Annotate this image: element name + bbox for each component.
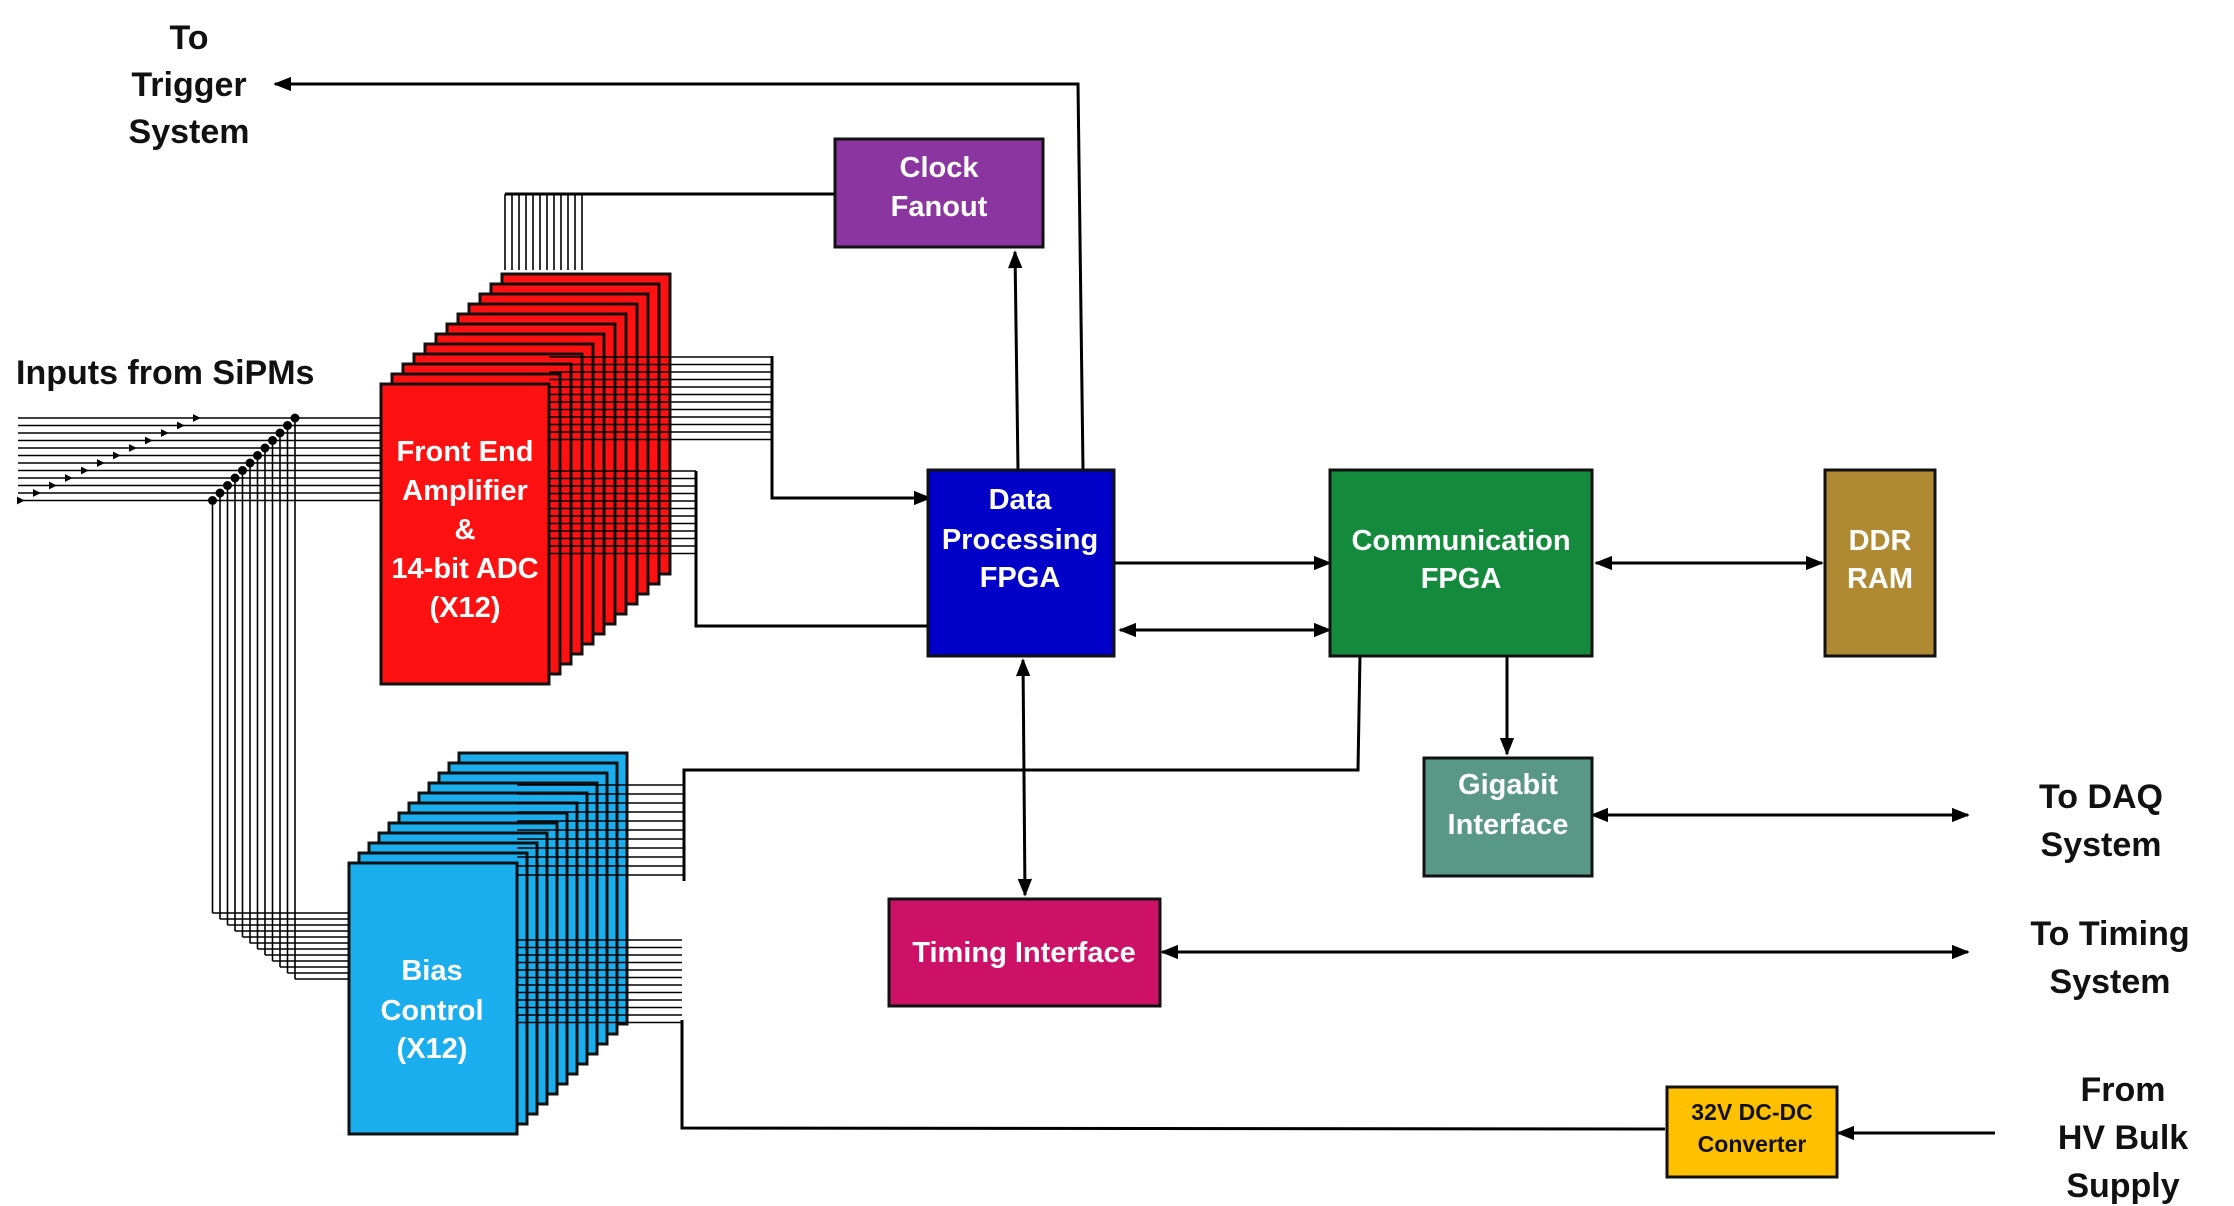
junction-dot	[208, 496, 217, 505]
adc-control-to-fpga-line	[694, 471, 928, 628]
junction-dot	[268, 436, 277, 445]
bias-board-layer	[347, 861, 519, 1136]
adc-data-to-fpga-line	[770, 356, 932, 506]
junction-dot	[245, 458, 255, 468]
inputs-from-sipms-label: Inputs from SiPMs	[16, 354, 314, 392]
junction-dot	[230, 473, 240, 483]
dpfpga-timing-link	[1015, 658, 1033, 897]
timing-interface-block: Timing Interface	[887, 897, 1162, 1008]
adc-board-layer	[379, 382, 551, 686]
signal-bundles	[16, 192, 772, 1024]
junction-dot	[253, 451, 262, 460]
junction-dot	[238, 466, 247, 475]
front-end-adc-stack	[379, 272, 672, 686]
bias-control-stack	[347, 751, 629, 1136]
dpfpga-to-comm-links	[1113, 555, 1332, 638]
dcdc-to-bias-line	[680, 1020, 1666, 1131]
trigger-output-line	[273, 76, 1085, 471]
timing-interface-label: Timing Interface	[912, 937, 1135, 969]
junction-dot	[275, 428, 285, 438]
junction-dot	[223, 481, 232, 490]
junction-dot	[215, 488, 225, 498]
junction-dot	[260, 443, 270, 453]
dpfpga-to-clock-arrow	[1008, 250, 1023, 471]
junction-dot	[283, 421, 292, 430]
junction-dot	[290, 413, 300, 423]
